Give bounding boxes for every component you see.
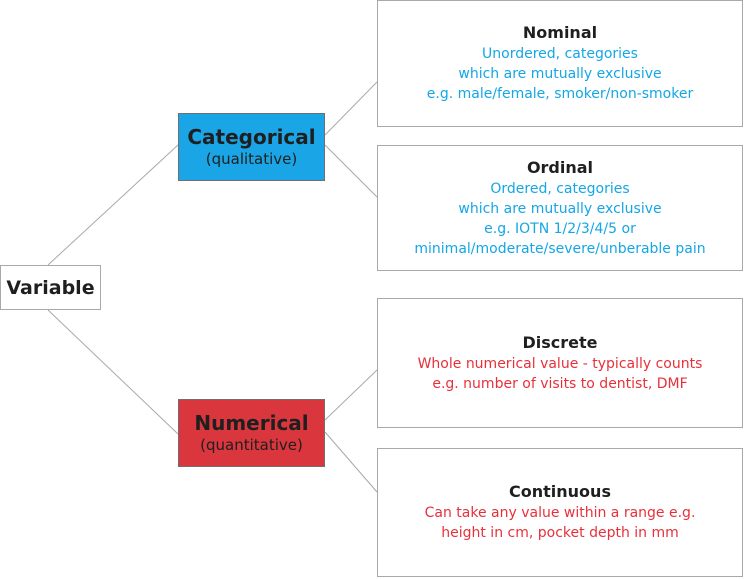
ordinal-node: Ordinal Ordered, categories which are mu… — [377, 145, 743, 271]
ordinal-line: minimal/moderate/severe/unberable pain — [414, 240, 706, 257]
continuous-node: Continuous Can take any value within a r… — [377, 448, 743, 577]
discrete-line: e.g. number of visits to dentist, DMF — [432, 375, 688, 392]
numerical-sublabel: (quantitative) — [200, 436, 303, 454]
numerical-node: Numerical (quantitative) — [178, 399, 325, 467]
categorical-sublabel: (qualitative) — [205, 150, 298, 168]
continuous-line: Can take any value within a range e.g. — [424, 505, 696, 521]
continuous-title: Continuous — [509, 482, 611, 501]
nominal-title: Nominal — [522, 23, 598, 42]
variable-label: Variable — [6, 276, 95, 299]
ordinal-line: which are mutually exclusive — [458, 200, 662, 217]
connector-categorical-nominal — [324, 81, 378, 136]
connector-variable-categorical — [47, 144, 179, 266]
connector-categorical-ordinal — [324, 144, 378, 198]
numerical-label: Numerical — [194, 411, 309, 435]
connector-numerical-continuous — [324, 431, 378, 493]
ordinal-title: Ordinal — [526, 157, 594, 177]
nominal-node: Nominal Unordered, categories which are … — [377, 0, 743, 127]
connector-numerical-discrete — [324, 369, 378, 421]
nominal-line: e.g. male/female, smoker/non-smoker — [426, 86, 694, 102]
discrete-line: Whole numerical value - typically counts — [417, 355, 703, 372]
categorical-label: Categorical — [187, 125, 316, 149]
ordinal-line: e.g. IOTN 1/2/3/4/5 or — [484, 220, 636, 237]
continuous-line: height in cm, pocket depth in mm — [441, 525, 679, 541]
variable-node: Variable — [0, 265, 101, 310]
nominal-line: which are mutually exclusive — [458, 66, 662, 82]
connector-variable-numerical — [47, 309, 179, 435]
ordinal-line: Ordered, categories — [490, 180, 630, 197]
discrete-title: Discrete — [522, 332, 598, 352]
categorical-node: Categorical (qualitative) — [178, 113, 325, 181]
nominal-line: Unordered, categories — [482, 46, 638, 62]
discrete-node: Discrete Whole numerical value - typical… — [377, 298, 743, 428]
